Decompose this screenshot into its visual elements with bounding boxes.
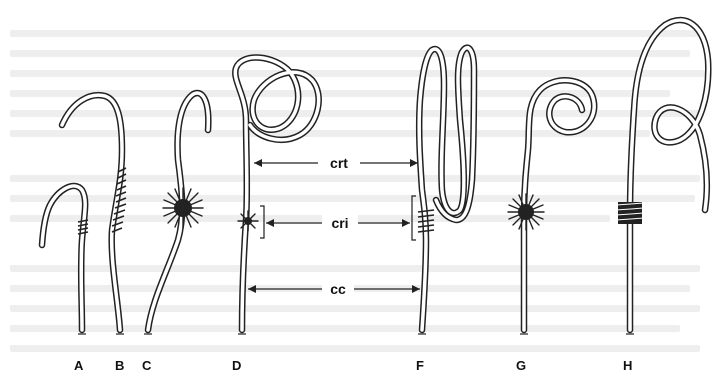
specimen-f: [412, 48, 474, 330]
letter-d: D: [232, 358, 241, 373]
dimension-crt: crt: [254, 154, 418, 172]
specimen-g-spiny-collar: [508, 194, 544, 230]
specimen-h-coil: [616, 202, 644, 224]
specimen-g: [508, 80, 594, 330]
specimen-d-spiny-collar: [238, 211, 258, 231]
letter-h: H: [623, 358, 632, 373]
letter-g: G: [516, 358, 526, 373]
bracket-f: [412, 196, 416, 240]
letter-a: A: [74, 358, 84, 373]
figure-letters: A B C D F G H: [74, 358, 632, 373]
specimen-h: [616, 20, 708, 330]
label-cri: cri: [331, 215, 348, 231]
label-crt: crt: [330, 155, 348, 171]
letter-c: C: [142, 358, 152, 373]
specimen-b: [62, 95, 126, 330]
label-cc: cc: [330, 281, 346, 297]
specimen-c-spiny-collar: [163, 188, 203, 228]
specimen-c: [148, 93, 208, 330]
specimen-a: [42, 186, 88, 330]
dimension-cri: cri: [266, 214, 410, 232]
dimension-cc: cc: [248, 280, 420, 298]
letter-b: B: [115, 358, 124, 373]
letter-f: F: [416, 358, 424, 373]
bracket-d: [260, 206, 264, 238]
